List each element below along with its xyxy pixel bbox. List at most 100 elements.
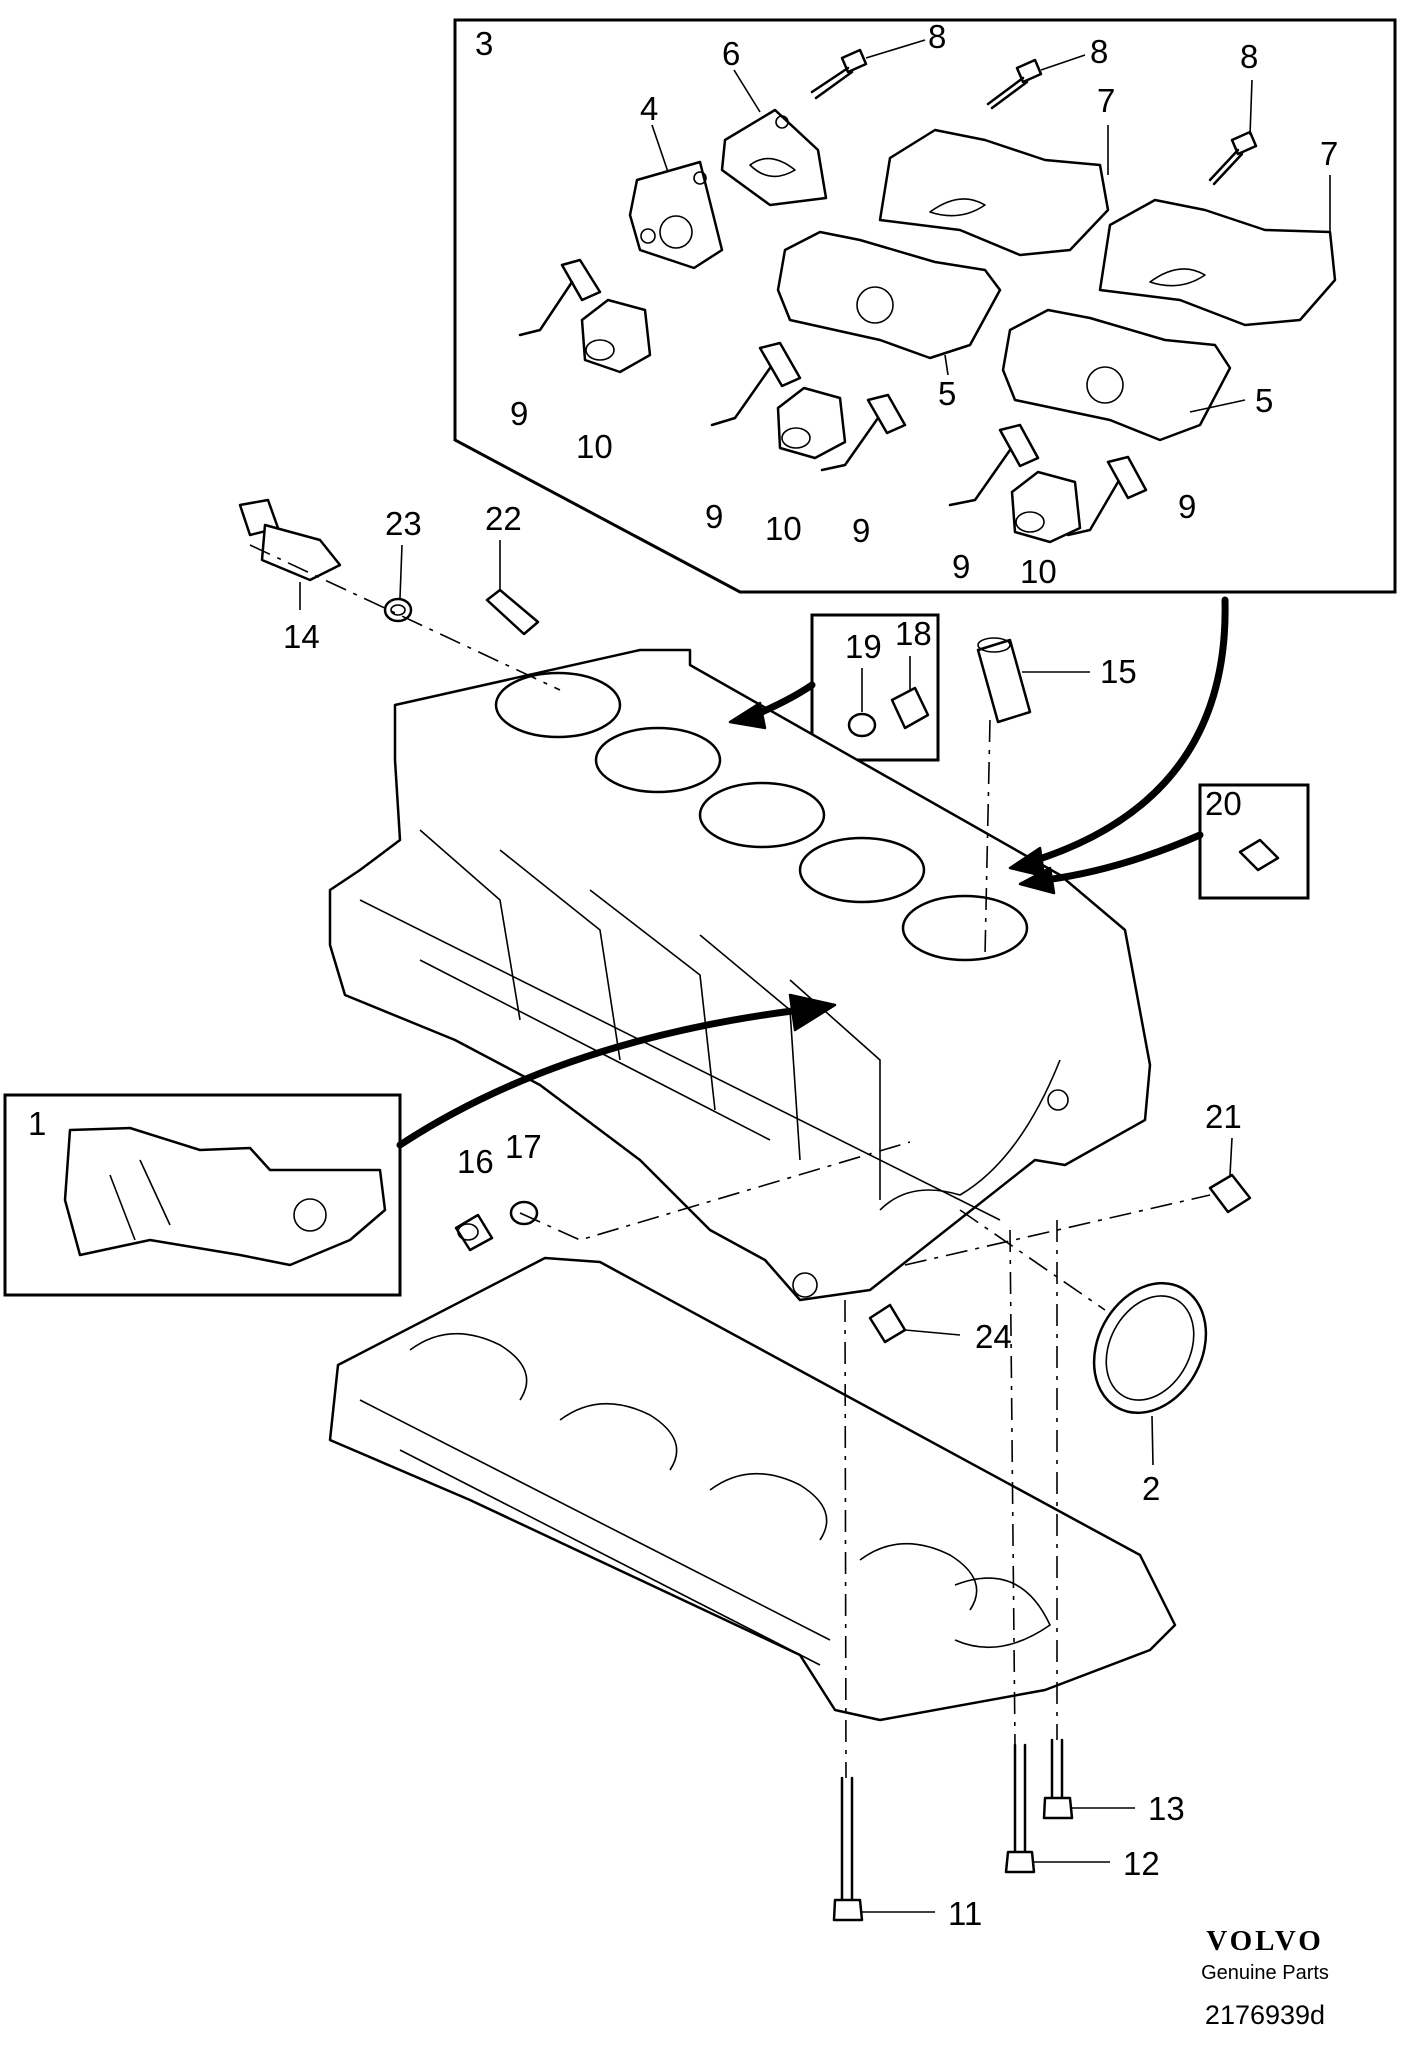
- callout-10a: 10: [576, 428, 613, 465]
- leader-4: [651, 124, 669, 173]
- callout-4: 4: [640, 90, 658, 127]
- callout-22: 22: [485, 500, 522, 537]
- leader-6: [733, 69, 761, 113]
- callout-19: 19: [845, 628, 882, 665]
- brand-tagline: Genuine Parts: [1201, 1962, 1329, 1984]
- axis-line: [249, 544, 561, 691]
- part-oil-seal-2: [1092, 1281, 1208, 1415]
- part-housing-cover-7b: [1098, 198, 1337, 327]
- part-plug-20: [1238, 838, 1280, 872]
- part-bracket-1: [63, 1126, 387, 1267]
- callout-7a: 7: [1097, 82, 1115, 119]
- bedplate-lower: [328, 1256, 1177, 1722]
- callout-8b: 8: [1090, 33, 1108, 70]
- part-seal-19: [847, 712, 877, 738]
- axis-line: [984, 719, 991, 956]
- part-sleeve-10b: [776, 386, 847, 460]
- leader-5a: [944, 354, 949, 376]
- part-solenoid-9b: [710, 341, 802, 427]
- part-plug-24: [868, 1303, 907, 1344]
- callout-20: 20: [1205, 785, 1242, 822]
- part-sleeve-15: [976, 637, 1032, 724]
- part-solenoid-9a: [518, 258, 602, 337]
- callout-9c: 9: [852, 512, 870, 549]
- arrow-to-block-front: [396, 1006, 804, 1149]
- part-gasket-5b: [1001, 308, 1232, 442]
- callout-10b: 10: [765, 510, 802, 547]
- callout-3: 3: [475, 25, 493, 62]
- leader-8a: [865, 39, 926, 59]
- detail-frame-3: [453, 18, 1397, 594]
- part-oil-jet-14: [238, 498, 342, 582]
- leader-23: [399, 544, 403, 599]
- brand-logo-text: VOLVO: [1206, 1925, 1324, 1957]
- arrow-frame20-to-block: [1041, 831, 1204, 884]
- callout-13: 13: [1148, 1790, 1185, 1827]
- part-bolt-13: [1042, 1738, 1074, 1820]
- bore-1: [494, 671, 622, 739]
- leader-21: [1229, 1137, 1233, 1176]
- part-housing-cover-7a: [878, 128, 1110, 257]
- leader-8b: [1040, 54, 1086, 71]
- leader-5b: [1189, 399, 1246, 413]
- callout-10c: 10: [1020, 553, 1057, 590]
- part-bolt-8b: [986, 58, 1043, 110]
- part-bolt-8a: [810, 48, 868, 100]
- bore-5: [901, 894, 1029, 962]
- callout-24: 24: [975, 1318, 1012, 1355]
- callout-6: 6: [722, 35, 740, 72]
- part-dowel-pin-22: [485, 588, 540, 636]
- part-bolt-8c: [1208, 130, 1258, 186]
- axis-line: [844, 1299, 847, 1779]
- leader-8c: [1249, 79, 1253, 136]
- bore-2: [594, 726, 722, 794]
- callout-1: 1: [28, 1105, 46, 1142]
- callout-17: 17: [505, 1128, 542, 1165]
- callout-14: 14: [283, 618, 320, 655]
- detail-frame-20: [1198, 783, 1310, 900]
- callout-21: 21: [1205, 1098, 1242, 1135]
- callout-23: 23: [385, 505, 422, 542]
- part-gasket-5a: [776, 230, 1002, 360]
- callout-12: 12: [1123, 1845, 1160, 1882]
- callout-2: 2: [1142, 1470, 1160, 1507]
- leader-24: [904, 1329, 961, 1336]
- cylinder-block-upper: [328, 648, 1152, 1302]
- callout-15: 15: [1100, 653, 1137, 690]
- callout-5b: 5: [1255, 382, 1273, 419]
- part-sleeve-10c: [1010, 470, 1082, 544]
- part-bolt-12: [1004, 1743, 1036, 1874]
- part-plug-16: [454, 1213, 494, 1252]
- callout-9b: 9: [705, 498, 723, 535]
- callout-18: 18: [895, 615, 932, 652]
- callout-7b: 7: [1320, 135, 1338, 172]
- leader-2: [1151, 1415, 1154, 1466]
- part-solenoid-9e: [1066, 455, 1148, 537]
- callout-8c: 8: [1240, 38, 1258, 75]
- part-seal-ring-23: [383, 597, 413, 623]
- drawing-number: 2176939d: [1204, 2000, 1326, 2030]
- callout-9a: 9: [510, 395, 528, 432]
- part-sleeve-10a: [580, 298, 652, 374]
- part-cover-plate-4: [628, 160, 724, 270]
- part-plug-18: [890, 686, 930, 730]
- part-bolt-11: [832, 1776, 864, 1922]
- detail-frame-1: [3, 1093, 402, 1297]
- callout-9e: 9: [1178, 488, 1196, 525]
- arrow-frame19-to-block: [751, 681, 816, 719]
- callout-8a: 8: [928, 18, 946, 55]
- detail-frame-19-18: [810, 613, 940, 762]
- axis-line: [959, 1209, 1106, 1311]
- arrow-frame3-to-block: [1026, 596, 1229, 866]
- bore-3: [698, 781, 826, 849]
- callout-11: 11: [948, 1895, 982, 1932]
- bore-4: [798, 836, 926, 904]
- part-solenoid-9c: [820, 393, 907, 472]
- part-solenoid-9d: [948, 423, 1040, 507]
- callout-16: 16: [457, 1143, 494, 1180]
- part-seal-17: [509, 1200, 539, 1226]
- callout-9d: 9: [952, 548, 970, 585]
- axis-line: [1009, 1229, 1016, 1746]
